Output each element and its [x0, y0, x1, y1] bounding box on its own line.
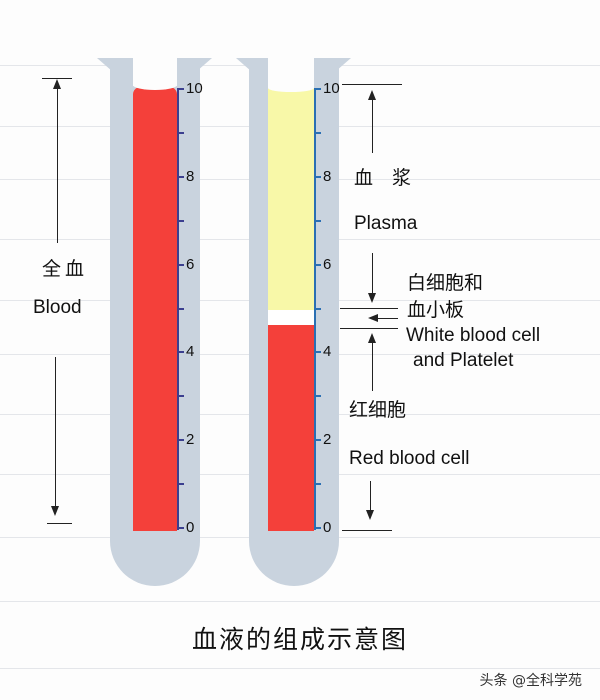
arrow-down-icon — [368, 293, 376, 303]
scale-tick — [179, 307, 184, 310]
scale-tick — [316, 527, 321, 529]
whole-blood-label-en: Blood — [33, 297, 82, 318]
buffy-label-zh-2: 血小板 — [407, 300, 465, 321]
scale-tick — [316, 131, 321, 134]
scale-tick — [316, 263, 321, 266]
tube-hollow — [268, 58, 314, 88]
plasma-bracket-line — [372, 98, 373, 153]
scale-tick — [316, 483, 321, 486]
whole-blood-layer — [133, 84, 177, 531]
scale-label: 4 — [323, 343, 332, 361]
arrow-up-icon — [53, 79, 61, 89]
scale-label: 6 — [323, 255, 332, 273]
scale-tick — [179, 263, 184, 266]
scale-tick — [179, 131, 184, 134]
scale-tick — [316, 351, 321, 354]
arrow-up-icon — [368, 333, 376, 343]
buffy-top-line — [340, 308, 398, 309]
plasma-label-zh: 血 浆 — [354, 168, 412, 189]
scale-label: 0 — [186, 519, 195, 536]
scale-tick — [179, 175, 184, 178]
red-blood-cell-layer — [268, 325, 314, 531]
scale-tick — [179, 351, 184, 354]
buffy-pointer-line — [376, 318, 398, 319]
gridline — [0, 601, 600, 602]
scale-label: 2 — [323, 431, 332, 449]
scale-tick — [179, 483, 184, 486]
rbc-bracket-line — [372, 341, 373, 391]
arrow-down-icon — [51, 506, 59, 516]
plasma-bracket-line — [372, 253, 373, 293]
bracket-top — [42, 78, 72, 79]
gridline — [0, 668, 600, 669]
scale-tick — [179, 219, 184, 222]
scale-tick — [316, 219, 321, 222]
scale-bar — [177, 88, 179, 530]
scale-tick — [316, 307, 321, 310]
rbc-bracket-line — [370, 481, 371, 511]
buffy-label-en-1: White blood cell — [406, 325, 541, 346]
bracket-bottom — [47, 523, 72, 524]
rbc-bottom-line — [342, 530, 392, 531]
bracket-line — [57, 88, 58, 243]
whole-blood-label-zh: 全血 — [42, 259, 89, 280]
buffy-bottom-line — [340, 328, 398, 329]
rbc-label-zh: 红细胞 — [349, 400, 407, 421]
scale-bar — [314, 88, 316, 530]
buffy-coat-layer — [268, 310, 314, 325]
scale-label: 10 — [323, 80, 340, 97]
scale-label: 6 — [186, 255, 195, 273]
scale-label: 8 — [323, 167, 332, 185]
scale-tick — [179, 527, 184, 529]
plasma-label-en: Plasma — [354, 213, 418, 234]
arrow-left-icon — [368, 314, 378, 322]
scale-label: 4 — [186, 343, 195, 361]
scale-label: 10 — [186, 80, 203, 97]
scale-tick — [316, 439, 321, 442]
bracket-line — [55, 357, 56, 512]
scale-tick — [179, 395, 184, 398]
scale-label: 0 — [323, 519, 332, 536]
plasma-top-line — [342, 84, 402, 85]
buffy-label-en-2: and Platelet — [413, 350, 514, 371]
scale-label: 2 — [186, 431, 195, 449]
buffy-label-zh-1: 白细胞和 — [407, 273, 484, 294]
scale-label: 8 — [186, 167, 195, 185]
scale-tick — [316, 175, 321, 178]
watermark: 头条 @全科学苑 — [479, 673, 582, 689]
meniscus — [133, 80, 177, 90]
arrow-down-icon — [366, 510, 374, 520]
rbc-label-en: Red blood cell — [349, 448, 470, 469]
scale-tick — [316, 395, 321, 398]
meniscus — [268, 84, 314, 92]
scale-tick — [179, 88, 184, 90]
diagram-caption: 血液的组成示意图 — [191, 625, 408, 654]
plasma-layer — [268, 86, 314, 310]
scale-tick — [316, 88, 321, 90]
scale-tick — [179, 439, 184, 442]
arrow-up-icon — [368, 90, 376, 100]
